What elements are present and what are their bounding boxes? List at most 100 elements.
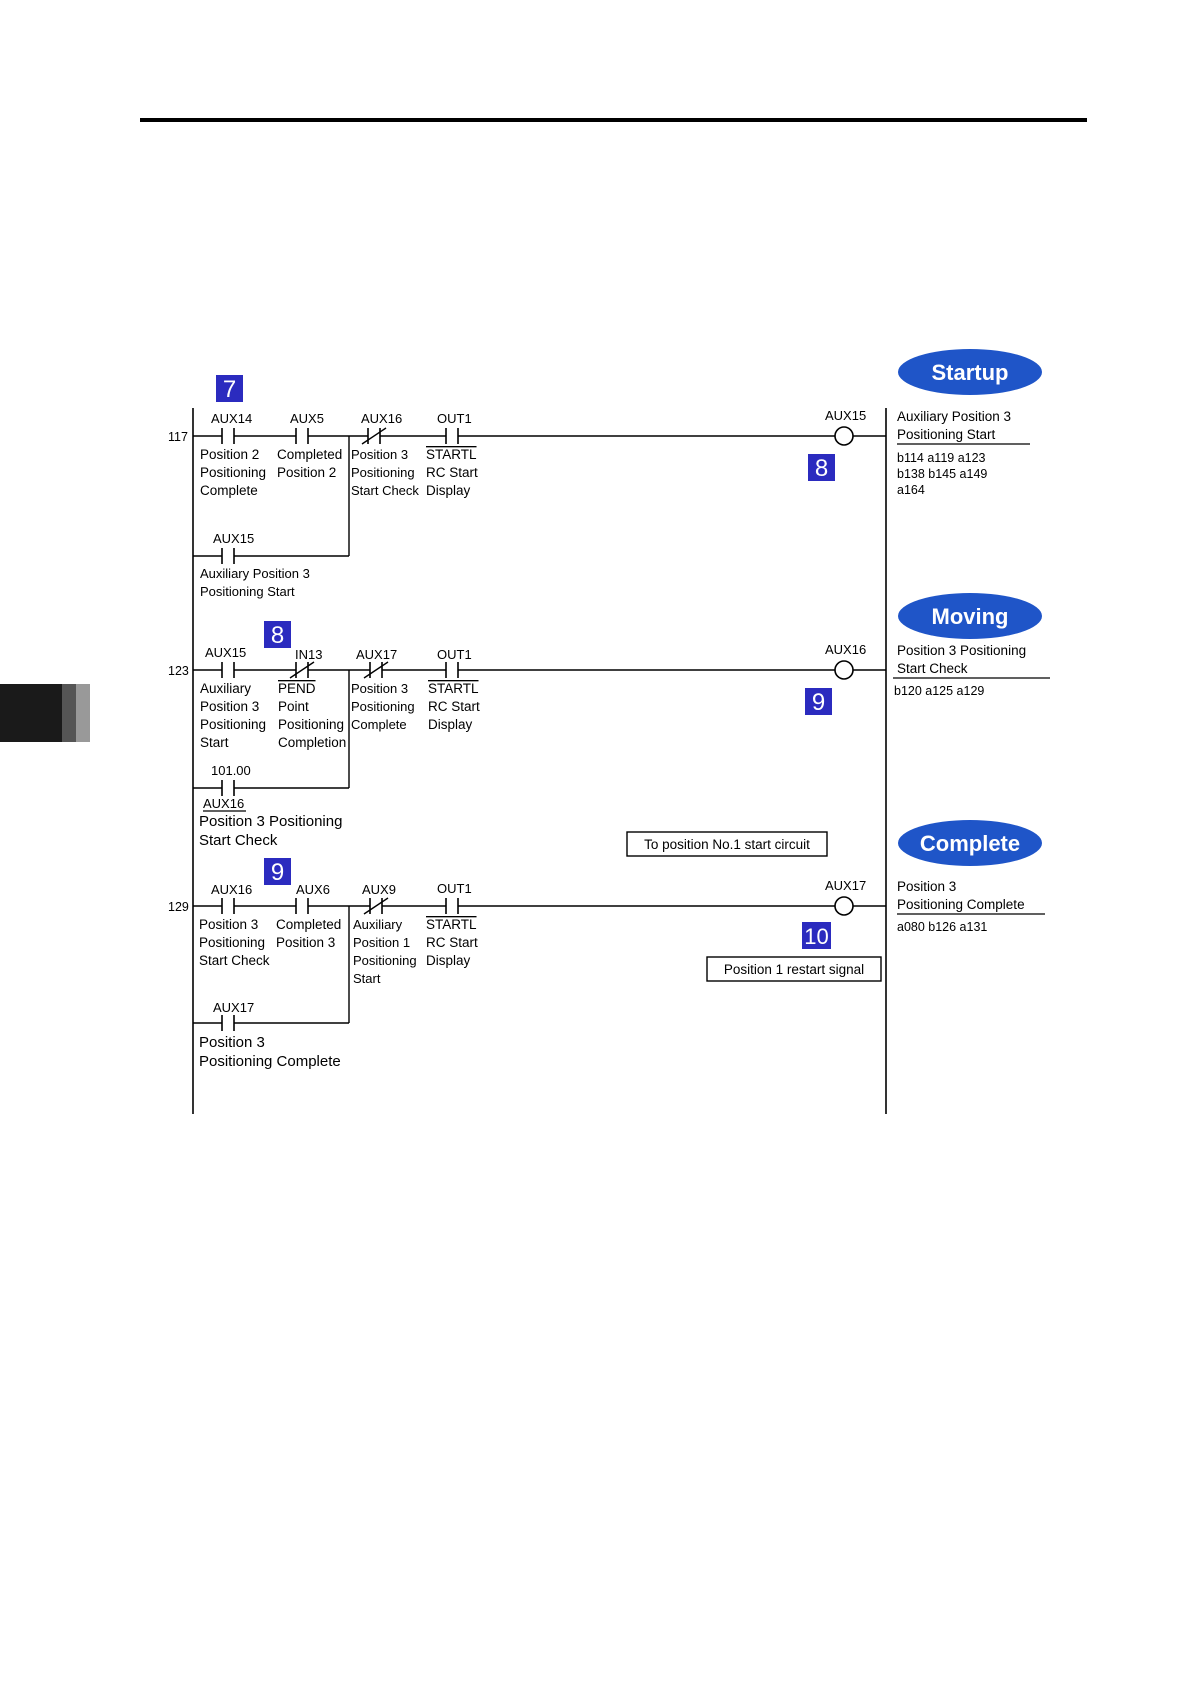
contact-aux17: AUX17 Position 3 Positioning Complete bbox=[351, 647, 415, 732]
svg-text:Moving: Moving bbox=[932, 604, 1009, 629]
step-badge-10: 10 bbox=[802, 922, 831, 949]
svg-text:AUX17: AUX17 bbox=[356, 647, 397, 662]
svg-text:Start: Start bbox=[200, 735, 229, 750]
svg-text:Position 3: Position 3 bbox=[351, 681, 408, 696]
svg-text:Positioning Start: Positioning Start bbox=[897, 427, 996, 442]
svg-text:STARTL: STARTL bbox=[426, 917, 477, 932]
step-badge-9: 9 bbox=[264, 858, 291, 886]
svg-text:a164: a164 bbox=[897, 483, 925, 497]
svg-text:Display: Display bbox=[426, 953, 471, 968]
svg-text:Positioning: Positioning bbox=[199, 935, 265, 950]
svg-text:OUT1: OUT1 bbox=[437, 411, 472, 426]
svg-text:Position 3: Position 3 bbox=[199, 1034, 265, 1051]
svg-text:Position 2: Position 2 bbox=[277, 465, 336, 480]
svg-text:Display: Display bbox=[428, 717, 473, 732]
svg-text:AUX17: AUX17 bbox=[825, 878, 866, 893]
svg-text:AUX14: AUX14 bbox=[211, 411, 252, 426]
contact-aux16: AUX16 Position 3 Positioning Start Check bbox=[199, 882, 270, 968]
svg-text:Positioning Complete: Positioning Complete bbox=[199, 1053, 341, 1070]
svg-text:9: 9 bbox=[271, 859, 284, 886]
header-rule bbox=[140, 118, 1087, 122]
chapter-tab-shade bbox=[62, 684, 76, 742]
svg-text:AUX17: AUX17 bbox=[213, 1000, 254, 1015]
svg-text:AUX16: AUX16 bbox=[203, 796, 244, 811]
svg-text:IN13: IN13 bbox=[295, 647, 322, 662]
contact-aux14: AUX14 Position 2 Positioning Complete bbox=[200, 411, 266, 498]
svg-text:Display: Display bbox=[426, 483, 471, 498]
contact-aux15: AUX15 Auxiliary Position 3 Positioning S… bbox=[200, 645, 266, 750]
svg-text:RC Start: RC Start bbox=[426, 465, 478, 480]
state-pill-moving: Moving bbox=[898, 593, 1042, 639]
note-to-position-1-start-circuit: To position No.1 start circuit bbox=[626, 831, 828, 857]
svg-text:b120 a125 a129: b120 a125 a129 bbox=[894, 684, 984, 698]
svg-text:Complete: Complete bbox=[920, 831, 1020, 856]
svg-text:To position No.1 start circuit: To position No.1 start circuit bbox=[644, 837, 810, 852]
rung-number: 117 bbox=[168, 430, 188, 444]
rung-number: 123 bbox=[168, 664, 189, 678]
svg-text:AUX16: AUX16 bbox=[361, 411, 402, 426]
svg-text:Completed: Completed bbox=[277, 447, 342, 462]
svg-text:Positioning: Positioning bbox=[353, 953, 417, 968]
svg-text:Positioning: Positioning bbox=[200, 717, 266, 732]
svg-text:Position 3: Position 3 bbox=[897, 879, 956, 894]
svg-text:Positioning: Positioning bbox=[351, 465, 415, 480]
svg-text:Position 3: Position 3 bbox=[199, 917, 258, 932]
svg-text:Point: Point bbox=[278, 699, 309, 714]
step-badge-7: 7 bbox=[216, 375, 243, 403]
svg-text:Position 2: Position 2 bbox=[200, 447, 259, 462]
svg-text:STARTL: STARTL bbox=[426, 447, 477, 462]
svg-text:Complete: Complete bbox=[200, 483, 258, 498]
svg-text:Complete: Complete bbox=[351, 717, 407, 732]
contact-aux16: AUX16 Position 3 Positioning Start Check bbox=[351, 411, 419, 498]
contact-aux5: AUX5 Completed Position 2 bbox=[277, 411, 342, 480]
svg-text:Position 1: Position 1 bbox=[353, 935, 410, 950]
svg-text:RC Start: RC Start bbox=[426, 935, 478, 950]
svg-text:Position 3: Position 3 bbox=[200, 699, 259, 714]
svg-text:Positioning Complete: Positioning Complete bbox=[897, 897, 1025, 912]
rung-117: 117 AUX14 Position 2 Positioning Complet… bbox=[168, 408, 1030, 599]
svg-text:AUX15: AUX15 bbox=[825, 408, 866, 423]
svg-text:Startup: Startup bbox=[932, 360, 1009, 385]
svg-text:8: 8 bbox=[815, 455, 828, 482]
svg-text:OUT1: OUT1 bbox=[437, 647, 472, 662]
svg-text:OUT1: OUT1 bbox=[437, 881, 472, 896]
svg-text:Auxiliary Position 3: Auxiliary Position 3 bbox=[897, 409, 1011, 424]
svg-text:AUX16: AUX16 bbox=[211, 882, 252, 897]
svg-text:Position 3: Position 3 bbox=[351, 447, 408, 462]
svg-text:PEND: PEND bbox=[278, 681, 316, 696]
contact-in13: IN13 PEND Point Positioning Completion bbox=[278, 647, 346, 750]
svg-text:Start Check: Start Check bbox=[351, 483, 419, 498]
step-badge-8: 8 bbox=[808, 454, 835, 482]
contact-aux9: AUX9 Auxiliary Position 1 Positioning St… bbox=[353, 882, 417, 986]
svg-text:8: 8 bbox=[271, 622, 284, 649]
contact-out1: OUT1 STARTL RC Start Display bbox=[426, 411, 478, 498]
coil-aux17: AUX17 Position 3 Positioning Complete a0… bbox=[825, 878, 1045, 934]
svg-text:9: 9 bbox=[812, 689, 825, 716]
contact-out1: OUT1 STARTL RC Start Display bbox=[426, 881, 478, 968]
rung-123: 123 AUX15 Auxiliary Position 3 Positioni… bbox=[168, 642, 1050, 849]
branch-aux15: AUX15 Auxiliary Position 3 Positioning S… bbox=[193, 436, 350, 599]
svg-text:Positioning: Positioning bbox=[278, 717, 344, 732]
svg-text:10: 10 bbox=[804, 924, 828, 949]
svg-text:AUX9: AUX9 bbox=[362, 882, 396, 897]
svg-text:Auxiliary Position 3: Auxiliary Position 3 bbox=[200, 566, 310, 581]
svg-text:Completion: Completion bbox=[278, 735, 346, 750]
svg-text:AUX15: AUX15 bbox=[213, 531, 254, 546]
note-position-1-restart-signal: Position 1 restart signal bbox=[706, 956, 882, 982]
svg-text:b114 a119 a123: b114 a119 a123 bbox=[897, 451, 986, 465]
step-badge-9: 9 bbox=[805, 688, 832, 716]
branch-101-00: 101.00 AUX16 Position 3 Positioning Star… bbox=[193, 670, 350, 849]
svg-text:Start Check: Start Check bbox=[897, 661, 968, 676]
svg-text:Start Check: Start Check bbox=[199, 953, 270, 968]
chapter-tab-shade-light bbox=[76, 684, 90, 742]
state-pill-startup: Startup bbox=[898, 349, 1042, 395]
coil-aux16: AUX16 Position 3 Positioning Start Check… bbox=[825, 642, 1050, 698]
step-badge-8: 8 bbox=[264, 621, 291, 649]
svg-text:b138 b145 a149: b138 b145 a149 bbox=[897, 467, 987, 481]
svg-text:Position 3 Positioning: Position 3 Positioning bbox=[897, 643, 1026, 658]
svg-text:7: 7 bbox=[223, 376, 236, 403]
chapter-tab bbox=[0, 684, 62, 742]
svg-text:AUX15: AUX15 bbox=[205, 645, 246, 660]
svg-text:Position 3 Positioning: Position 3 Positioning bbox=[199, 813, 342, 830]
svg-text:AUX5: AUX5 bbox=[290, 411, 324, 426]
